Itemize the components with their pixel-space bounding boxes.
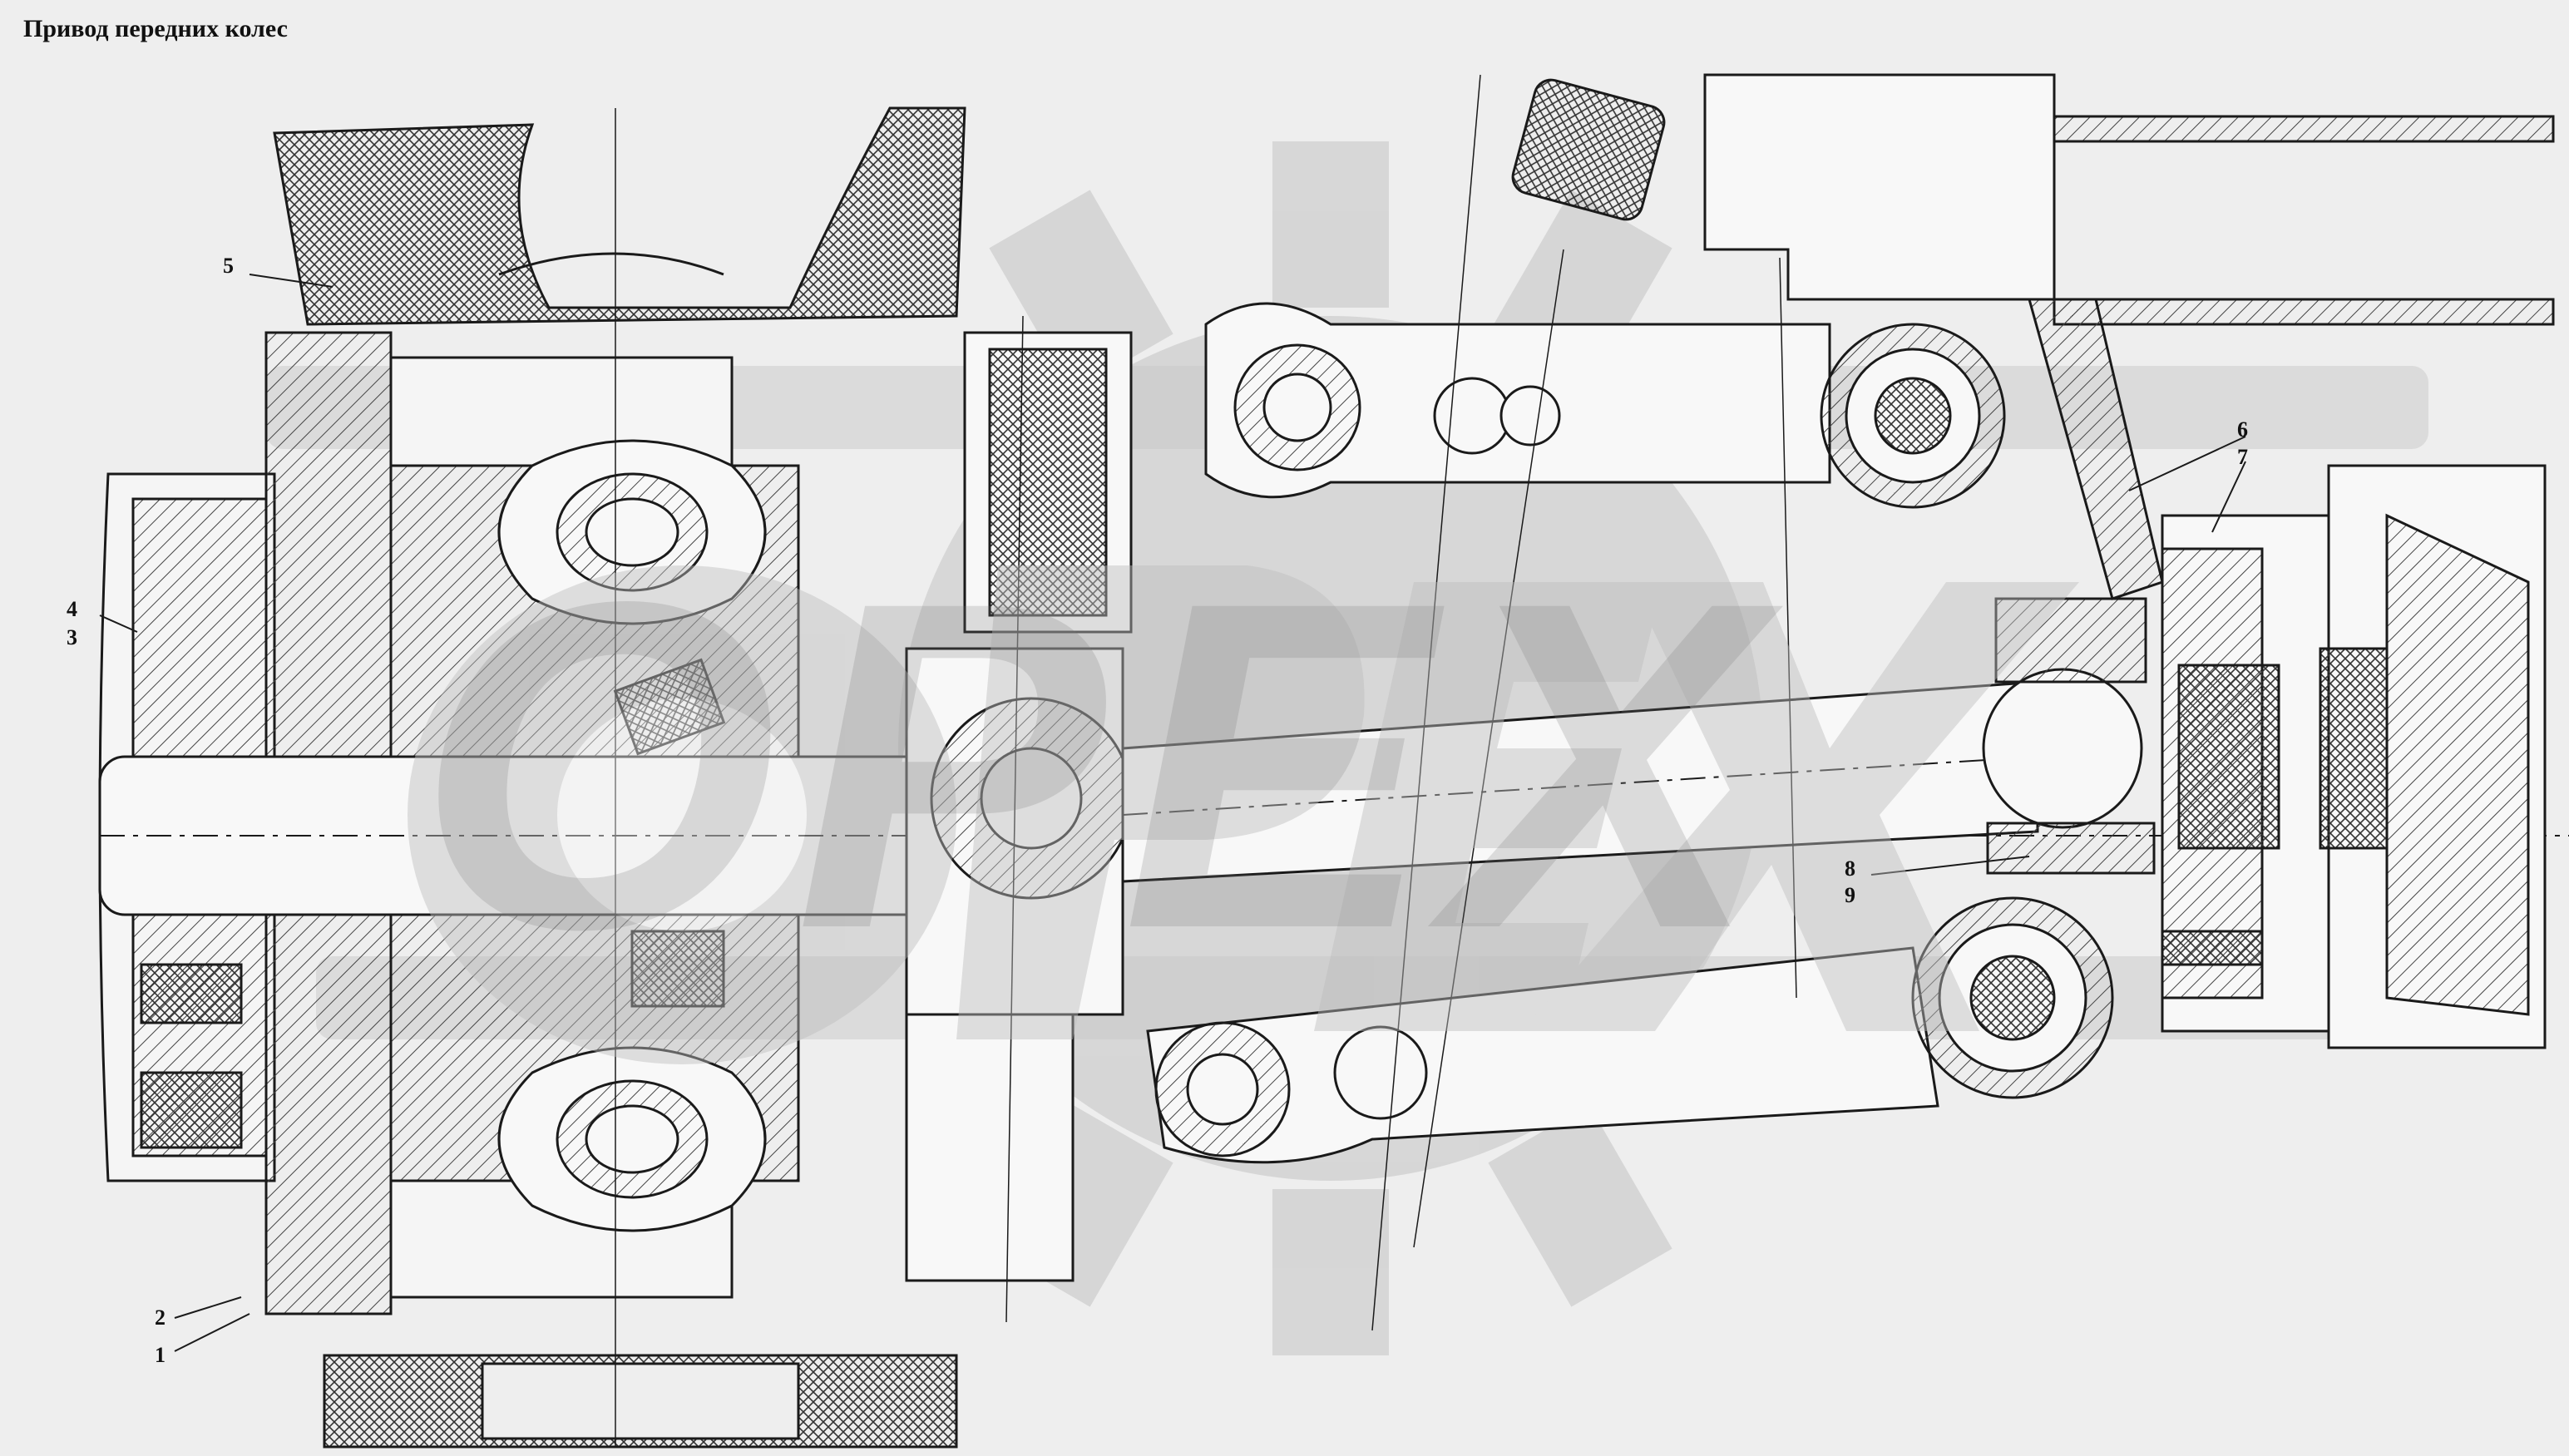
callout-2: 2 bbox=[155, 1305, 166, 1330]
differential-housing bbox=[2161, 464, 2547, 1049]
callout-leaders bbox=[99, 274, 2246, 1352]
lower-tire bbox=[323, 1354, 958, 1449]
upper-tire bbox=[273, 106, 966, 326]
callout-9: 9 bbox=[1845, 883, 1855, 907]
hub-bearings bbox=[140, 658, 726, 1149]
callout-1: 1 bbox=[155, 1343, 166, 1367]
upper-arm-bushing bbox=[1820, 323, 2006, 509]
callout-4: 4 bbox=[67, 597, 77, 621]
steering-knuckle-lower bbox=[497, 1046, 767, 1232]
callout-6: 6 bbox=[2237, 417, 2248, 442]
outer-cv-joint bbox=[905, 331, 1133, 1282]
callout-8: 8 bbox=[1845, 856, 1855, 881]
lower-control-arm bbox=[1146, 946, 1939, 1164]
upper-control-arm bbox=[1204, 302, 1831, 499]
watermark-letters-shape bbox=[408, 565, 2079, 1064]
diagram-title: Привод передних колес bbox=[23, 15, 288, 42]
inner-cv-joint bbox=[1982, 597, 2156, 875]
steering-knuckle-upper bbox=[497, 439, 767, 625]
callout-7: 7 bbox=[2237, 445, 2248, 469]
callout-3: 3 bbox=[67, 625, 77, 649]
lower-arm-bushing bbox=[1911, 896, 2114, 1099]
vehicle-frame bbox=[1511, 73, 2555, 600]
callout-5: 5 bbox=[223, 254, 234, 278]
watermark-text: OPEX bbox=[416, 505, 1777, 1025]
centerlines bbox=[615, 74, 1797, 1447]
